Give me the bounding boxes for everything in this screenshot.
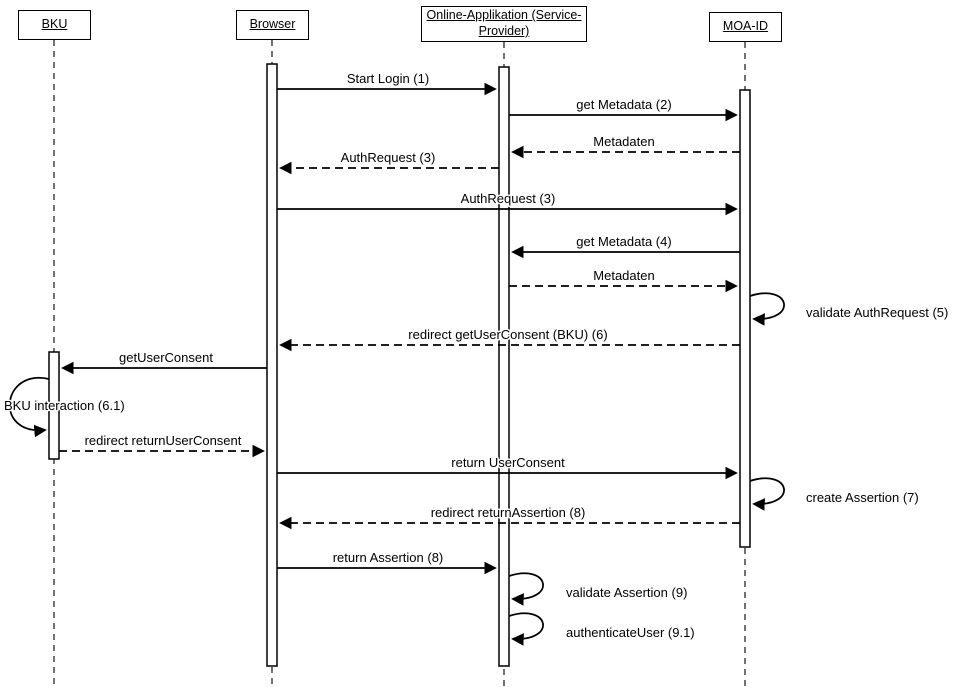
label-authenticateuser: authenticateUser (9.1) bbox=[566, 625, 695, 640]
label-get-metadata-4: get Metadata (4) bbox=[576, 234, 671, 249]
lifeline-head-browser-label: Browser bbox=[249, 17, 296, 32]
loop-authenticateuser bbox=[508, 612, 544, 646]
loop-create-assertion bbox=[749, 477, 785, 511]
loop-bku-interaction bbox=[8, 376, 50, 438]
label-redirect-getuserconsent: redirect getUserConsent (BKU) (6) bbox=[408, 327, 607, 342]
lifeline-head-bku-label: BKU bbox=[41, 17, 68, 32]
label-get-metadata-2: get Metadata (2) bbox=[576, 97, 671, 112]
label-metadaten-2: Metadaten bbox=[593, 268, 654, 283]
label-redirect-returnassertion: redirect returnAssertion (8) bbox=[431, 505, 586, 520]
label-authrequest-to-browser: AuthRequest (3) bbox=[341, 150, 436, 165]
loop-validate-assertion bbox=[508, 572, 544, 606]
label-redirect-returnuserconsent: redirect returnUserConsent bbox=[85, 433, 242, 448]
lifeline-head-online-app: Online-Applikation (Service-Provider) bbox=[421, 6, 587, 42]
label-return-assertion: return Assertion (8) bbox=[333, 550, 444, 565]
label-start-login: Start Login (1) bbox=[347, 71, 429, 86]
label-metadaten-1: Metadaten bbox=[593, 134, 654, 149]
label-create-assertion: create Assertion (7) bbox=[806, 490, 919, 505]
label-return-userconsent: return UserConsent bbox=[451, 455, 565, 470]
activation-bku bbox=[48, 351, 60, 460]
label-bku-interaction: BKU interaction (6.1) bbox=[4, 398, 125, 413]
activation-browser bbox=[266, 63, 278, 667]
lifeline-head-online-app-label: Online-Applikation (Service-Provider) bbox=[426, 8, 582, 38]
lifeline-head-browser: Browser bbox=[236, 10, 309, 40]
activation-moa-id bbox=[739, 89, 751, 548]
activation-online-app bbox=[498, 66, 510, 667]
lifeline-head-bku: BKU bbox=[18, 10, 91, 40]
label-validate-authrequest: validate AuthRequest (5) bbox=[806, 305, 948, 320]
label-validate-assertion: validate Assertion (9) bbox=[566, 585, 687, 600]
lifeline-head-moa-id: MOA-ID bbox=[709, 12, 782, 42]
label-authrequest-to-moaid: AuthRequest (3) bbox=[461, 191, 556, 206]
loop-validate-authrequest bbox=[749, 292, 785, 326]
lifeline-head-moa-id-label: MOA-ID bbox=[722, 19, 769, 34]
label-getuserconsent: getUserConsent bbox=[119, 350, 213, 365]
